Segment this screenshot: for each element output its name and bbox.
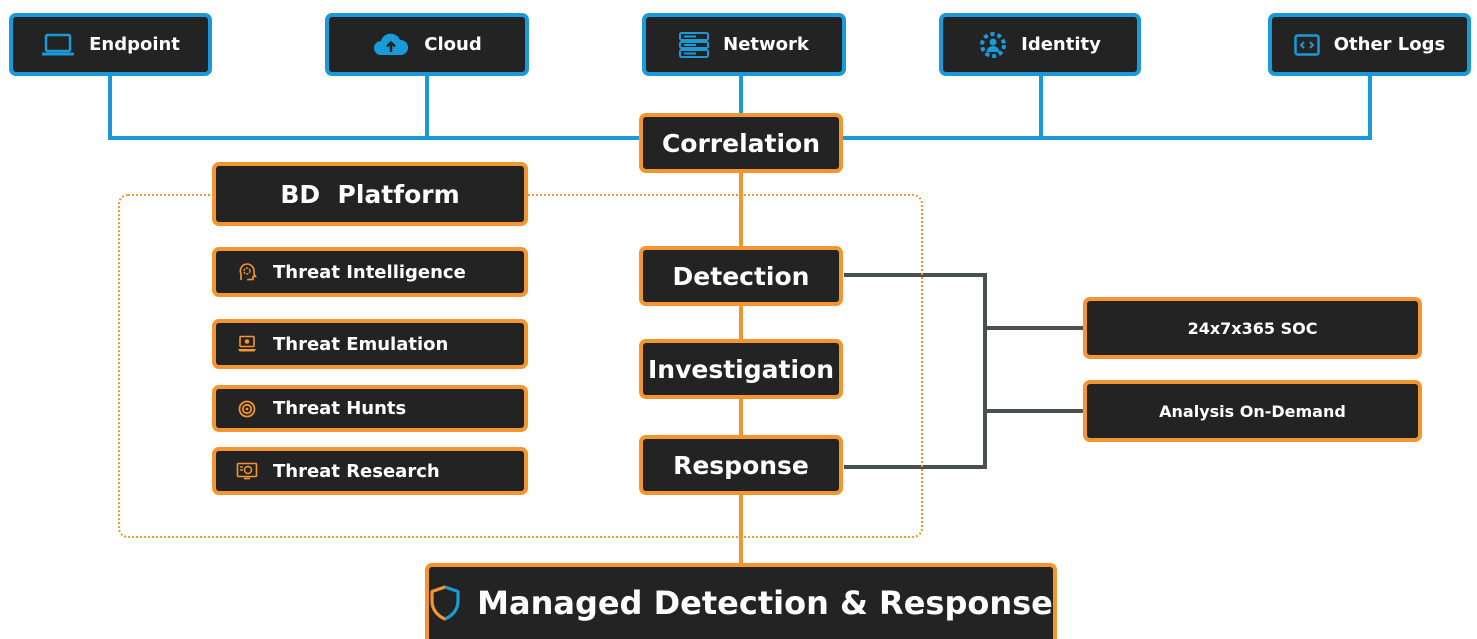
investigation-label: Investigation (647, 354, 834, 384)
platform-item-threat-research: Threat Research (212, 447, 528, 495)
service-soc: 24x7x365 SOC (1083, 297, 1422, 359)
cloud-upload-icon (372, 33, 410, 57)
code-window-icon (1293, 33, 1320, 56)
managed-detection-response-box: Managed Detection & Response (425, 563, 1057, 639)
platform-title: BD Platform (280, 179, 460, 209)
platform-item-label: Threat Intelligence (273, 261, 466, 283)
detection-to-services-line (844, 273, 987, 469)
brain-gear-icon (236, 262, 258, 282)
detection-label: Detection (672, 261, 810, 291)
platform-title-box: BD Platform (212, 162, 528, 226)
mdr-label: Managed Detection & Response (477, 584, 1053, 622)
platform-item-label: Threat Hunts (273, 398, 407, 419)
shield-icon (429, 585, 461, 621)
target-icon (236, 400, 258, 418)
source-label: Network (723, 34, 809, 55)
source-network: Network (642, 13, 846, 76)
source-cloud: Cloud (325, 13, 529, 76)
platform-item-threat-hunts: Threat Hunts (212, 385, 528, 432)
service-analysis-on-demand: Analysis On-Demand (1083, 380, 1422, 442)
response-label: Response (673, 450, 809, 480)
user-gear-icon (979, 31, 1007, 59)
source-other-logs: Other Logs (1268, 13, 1471, 76)
server-icon (679, 31, 710, 58)
detection-box: Detection (639, 246, 843, 306)
correlation-box: Correlation (639, 113, 843, 173)
correlation-label: Correlation (661, 128, 821, 158)
laptop-icon (41, 33, 75, 57)
platform-item-label: Threat Research (273, 460, 440, 482)
service-label: 24x7x365 SOC (1187, 318, 1318, 338)
monitor-bug-icon (236, 335, 258, 353)
platform-item-label: Threat Emulation (273, 333, 449, 355)
source-label: Other Logs (1333, 34, 1446, 55)
platform-item-threat-intelligence: Threat Intelligence (212, 247, 528, 297)
source-identity: Identity (939, 13, 1141, 76)
response-box: Response (639, 435, 843, 495)
source-label: Endpoint (89, 34, 180, 55)
research-screen-icon (236, 462, 258, 480)
service-label: Analysis On-Demand (1159, 401, 1346, 421)
investigation-box: Investigation (639, 339, 843, 399)
source-label: Identity (1021, 34, 1101, 55)
platform-item-threat-emulation: Threat Emulation (212, 319, 528, 369)
source-endpoint: Endpoint (9, 13, 212, 76)
source-label: Cloud (424, 34, 482, 55)
